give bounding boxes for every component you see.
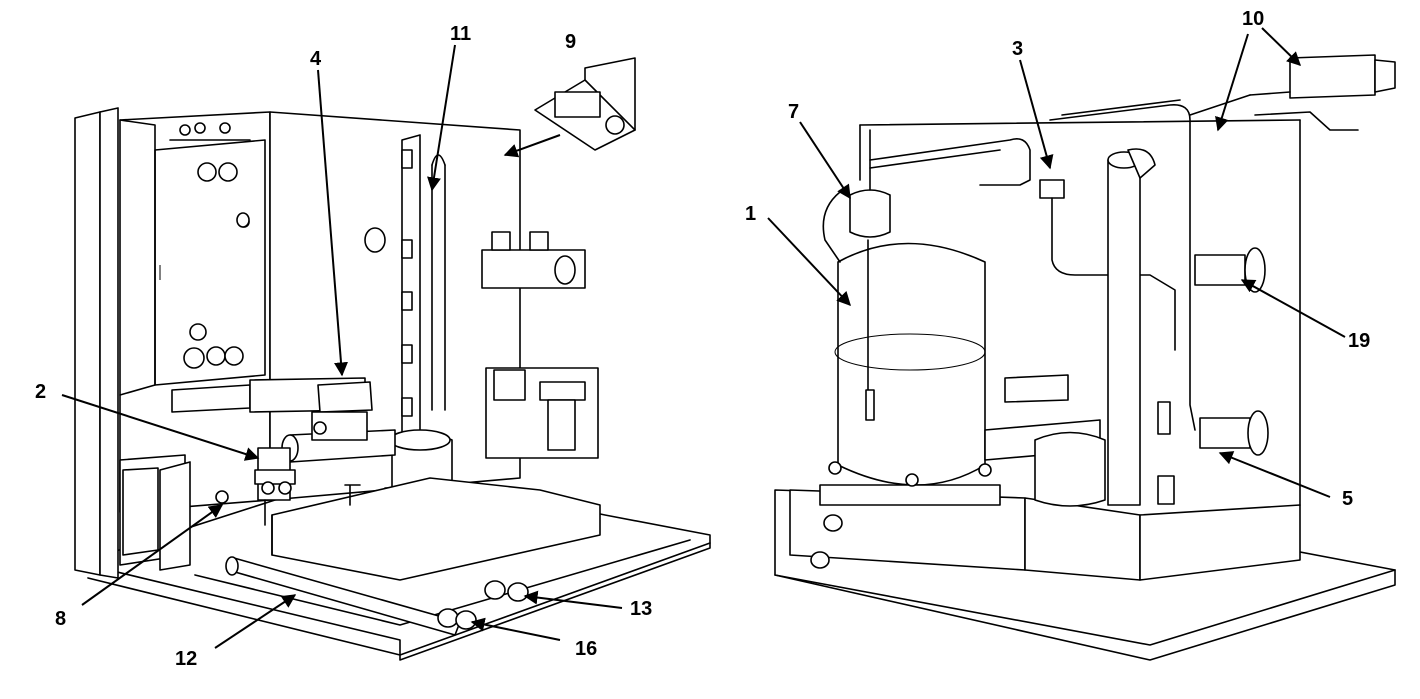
leader-16 [470,617,561,641]
callout-4: 4 [310,48,322,70]
callout-9: 9 [565,31,576,53]
callout-13: 13 [630,598,652,620]
accumulator [1107,154,1141,506]
callout-7: 7 [788,101,799,123]
leader-3 [1019,59,1054,170]
leader-12 [214,594,297,649]
service-valve-5 [1199,417,1251,449]
right-unit-view [774,54,1396,661]
leader-lines [61,27,1346,649]
leader-4 [317,69,348,377]
callout-11: 11 [450,23,471,45]
solenoid-valve [1289,54,1376,99]
callout-19: 19 [1348,330,1370,352]
callout-labels: 11 9 4 2 8 12 16 13 1 7 3 10 19 5 [35,8,1370,670]
left-frame-rail [74,111,101,576]
leader-11 [427,44,456,192]
service-valve-19 [1194,254,1246,286]
leader-19 [1240,279,1346,338]
leader-1 [767,217,851,307]
callout-5: 5 [1342,488,1353,510]
leader-13 [523,590,623,609]
leader-9 [503,134,561,158]
callout-10: 10 [1242,8,1264,30]
evaporator-tube [401,134,421,436]
leader-8 [81,504,224,606]
callout-12: 12 [175,648,197,670]
callout-8: 8 [55,608,66,630]
callout-2: 2 [35,381,46,403]
leader-7 [799,121,851,200]
leader-5 [1218,451,1331,498]
left-unit-view [74,57,711,661]
expansion-valve [1039,179,1065,199]
leader-10a [1261,27,1302,66]
float-valve [317,381,373,413]
leader-10b [1215,33,1249,132]
filter-drier [849,189,891,238]
callout-16: 16 [575,638,597,660]
sump-reservoir [271,477,601,581]
callout-1: 1 [745,203,756,225]
callout-3: 3 [1012,38,1023,60]
leader-2 [61,394,260,461]
